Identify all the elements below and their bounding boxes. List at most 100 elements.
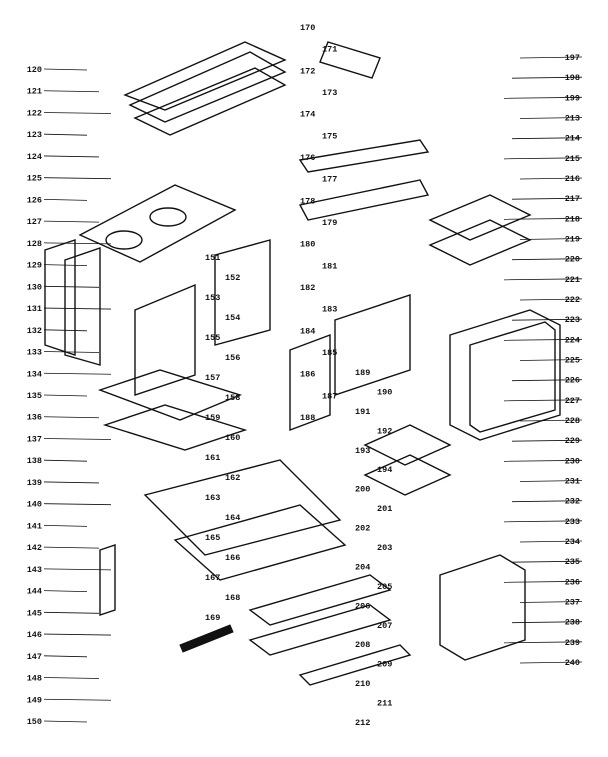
grate-part (363, 424, 452, 466)
callout-222: 222 (565, 295, 580, 305)
callout-161: 161 (205, 453, 220, 463)
leader-136 (43, 416, 100, 419)
leader-217 (511, 197, 583, 200)
callout-217: 217 (565, 194, 580, 204)
callout-122: 122 (27, 108, 42, 118)
leader-144 (43, 590, 88, 592)
leader-220 (511, 258, 583, 261)
callout-149: 149 (27, 695, 42, 705)
callout-153: 153 (205, 293, 220, 303)
leader-236 (503, 580, 583, 583)
leader-229 (511, 439, 583, 442)
callout-181: 181 (322, 261, 337, 271)
callout-172: 172 (300, 66, 315, 76)
callout-220: 220 (565, 255, 580, 265)
leader-143 (43, 568, 112, 571)
leader-126 (43, 199, 88, 201)
leader-120 (43, 68, 88, 71)
callout-208: 208 (355, 640, 370, 650)
callout-138: 138 (27, 456, 42, 466)
callout-169: 169 (205, 613, 220, 623)
drawer-part (173, 504, 347, 581)
callout-160: 160 (225, 433, 240, 443)
callout-120: 120 (27, 65, 42, 75)
leader-235 (511, 560, 583, 563)
callout-183: 183 (322, 305, 337, 315)
callout-136: 136 (27, 413, 42, 423)
callout-180: 180 (300, 240, 315, 250)
leader-135 (43, 394, 88, 397)
callout-143: 143 (27, 565, 42, 575)
callout-212: 212 (355, 718, 370, 728)
leader-228 (519, 419, 583, 422)
callout-182: 182 (300, 283, 315, 293)
callout-232: 232 (565, 497, 580, 507)
callout-135: 135 (27, 391, 42, 401)
leader-123 (43, 133, 88, 136)
callout-141: 141 (27, 521, 42, 531)
callout-144: 144 (27, 587, 42, 597)
callout-145: 145 (27, 608, 42, 618)
callout-200: 200 (355, 485, 370, 495)
callout-163: 163 (205, 493, 220, 503)
leader-230 (503, 459, 583, 462)
callout-128: 128 (27, 239, 42, 249)
callout-205: 205 (377, 582, 392, 592)
callout-124: 124 (27, 152, 42, 162)
leader-134 (43, 372, 112, 375)
callout-223: 223 (565, 315, 580, 325)
callout-213: 213 (565, 114, 580, 124)
leader-lines (43, 56, 583, 723)
leader-146 (43, 633, 112, 636)
callout-121: 121 (27, 87, 42, 97)
leader-219 (519, 238, 583, 240)
kick-panel-2-part (248, 604, 392, 656)
callout-218: 218 (565, 214, 580, 224)
callout-238: 238 (565, 618, 580, 628)
callout-165: 165 (205, 533, 220, 543)
callout-185: 185 (322, 348, 337, 358)
leader-218 (503, 217, 583, 220)
leader-225 (519, 359, 583, 361)
callout-203: 203 (377, 543, 392, 553)
callout-228: 228 (565, 416, 580, 426)
callout-164: 164 (225, 513, 240, 523)
leader-237 (519, 601, 583, 603)
callout-189: 189 (355, 368, 370, 378)
left-inner-panel-part (64, 247, 101, 366)
drawer-frame-part (143, 459, 342, 556)
leader-233 (503, 520, 583, 523)
callout-191: 191 (355, 407, 370, 417)
callout-146: 146 (27, 630, 42, 640)
callout-199: 199 (565, 93, 580, 103)
door-frame-part (289, 333, 331, 432)
top-cover-part (123, 41, 287, 111)
leader-199 (503, 96, 583, 99)
leader-148 (43, 677, 100, 679)
callout-159: 159 (205, 413, 220, 423)
leader-197 (519, 56, 583, 59)
lower-bracket-part (99, 544, 116, 616)
burner-box-part (97, 369, 243, 421)
callout-150: 150 (27, 717, 42, 727)
callout-214: 214 (565, 134, 580, 144)
leader-127 (43, 220, 100, 223)
cooktop-part (78, 184, 237, 263)
leader-137 (43, 438, 112, 440)
callout-193: 193 (355, 446, 370, 456)
callout-210: 210 (355, 679, 370, 689)
leader-145 (43, 611, 100, 614)
callout-176: 176 (300, 153, 315, 163)
leader-239 (503, 641, 583, 644)
callout-134: 134 (27, 369, 42, 379)
callout-173: 173 (322, 88, 337, 98)
callout-237: 237 (565, 598, 580, 608)
callout-132: 132 (27, 326, 42, 336)
callout-225: 225 (565, 356, 580, 366)
callout-133: 133 (27, 348, 42, 358)
grate-base-part (363, 454, 452, 496)
rear-bracket-part (319, 41, 381, 79)
leader-149 (43, 698, 112, 701)
leader-147 (43, 655, 88, 658)
